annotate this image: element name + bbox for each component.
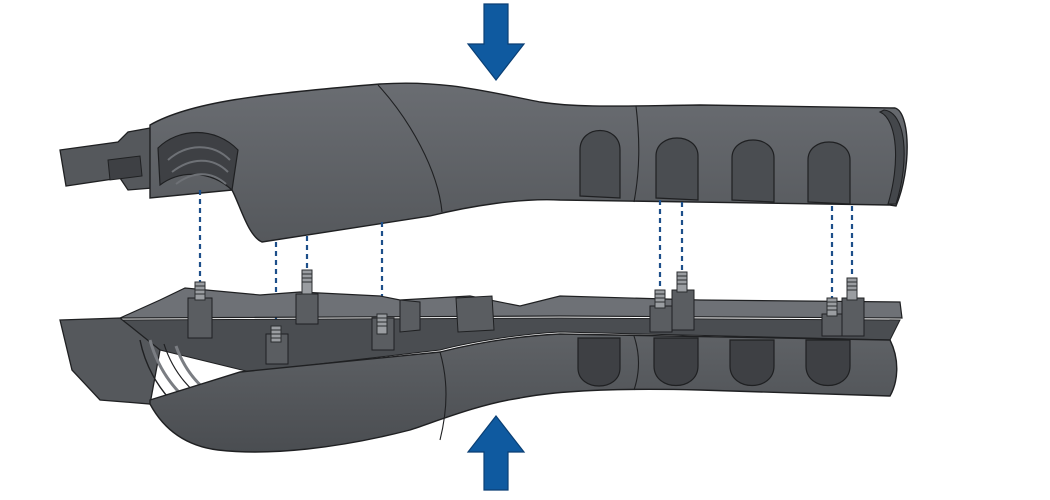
press-down-arrow bbox=[466, 3, 526, 81]
lower-housing-shell bbox=[59, 287, 903, 453]
grip-recess bbox=[807, 141, 851, 205]
upper-shell-seam-2 bbox=[633, 105, 640, 203]
lower-shell-interior bbox=[118, 317, 901, 373]
upper-shell-body bbox=[149, 82, 908, 243]
boss bbox=[821, 313, 845, 337]
grip-recess bbox=[579, 129, 621, 199]
grip-recess bbox=[577, 337, 621, 387]
screws bbox=[194, 269, 858, 343]
grip-recess bbox=[653, 337, 699, 387]
rib bbox=[455, 295, 495, 333]
lower-shell-grip-recesses bbox=[577, 337, 851, 387]
grip-recess bbox=[655, 137, 699, 201]
grip-recess bbox=[805, 339, 851, 387]
lower-shell-rim bbox=[119, 287, 903, 319]
boss bbox=[187, 297, 213, 339]
upper-housing-shell bbox=[59, 82, 908, 243]
boss bbox=[295, 293, 319, 325]
screw bbox=[676, 271, 688, 293]
screw bbox=[270, 325, 282, 343]
screw bbox=[301, 269, 313, 295]
grip-recess bbox=[729, 339, 775, 387]
screw bbox=[846, 277, 858, 301]
upper-shell-nose-slot bbox=[107, 155, 143, 181]
screw bbox=[376, 313, 388, 335]
lower-shell-seam-2 bbox=[633, 335, 640, 391]
boss bbox=[841, 297, 865, 337]
lower-shell-body bbox=[149, 333, 898, 453]
boss bbox=[649, 305, 673, 333]
lower-shell-seam-1 bbox=[439, 351, 447, 441]
upper-shell-grip-recesses bbox=[579, 129, 851, 205]
screw bbox=[826, 297, 838, 317]
press-up-arrow bbox=[466, 415, 526, 491]
boss bbox=[671, 289, 695, 331]
upper-shell-seam-1 bbox=[377, 84, 443, 213]
upper-shell-end-cap bbox=[878, 109, 905, 205]
grip-recess bbox=[731, 139, 775, 203]
screw bbox=[654, 289, 666, 309]
rib bbox=[399, 299, 421, 333]
screw bbox=[194, 281, 206, 301]
